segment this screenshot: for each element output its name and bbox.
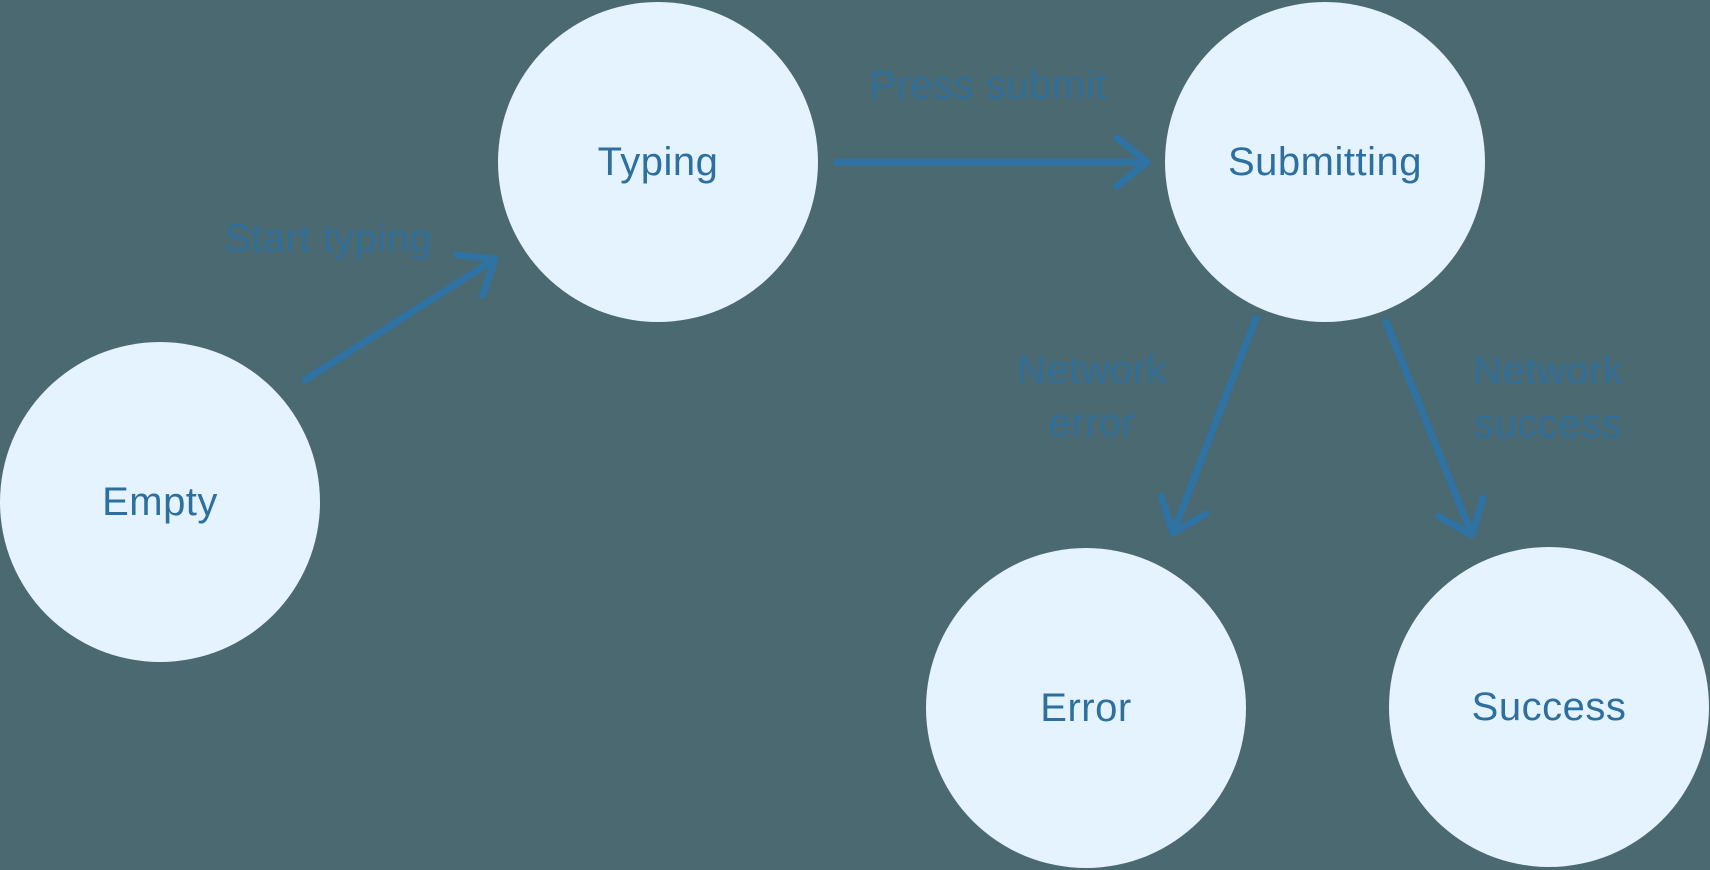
node-success-label: Success	[1471, 684, 1627, 729]
edge-label-network-success: Network success	[1472, 349, 1624, 446]
node-typing: Typing	[498, 2, 818, 322]
edge-arrow-start-typing	[301, 251, 499, 384]
node-error: Error	[926, 548, 1246, 868]
node-typing-label: Typing	[597, 139, 719, 184]
node-submitting-label: Submitting	[1228, 139, 1422, 184]
node-success: Success	[1389, 547, 1709, 867]
edge-label-start-typing: Start typing	[223, 216, 433, 261]
edge-label-press-submit: Press submit	[869, 63, 1107, 108]
node-error-label: Error	[1040, 685, 1132, 730]
node-empty-label: Empty	[102, 479, 218, 524]
node-empty: Empty	[0, 342, 320, 662]
node-submitting: Submitting	[1165, 2, 1485, 322]
edge-label-network-error: Network error	[1016, 348, 1168, 445]
